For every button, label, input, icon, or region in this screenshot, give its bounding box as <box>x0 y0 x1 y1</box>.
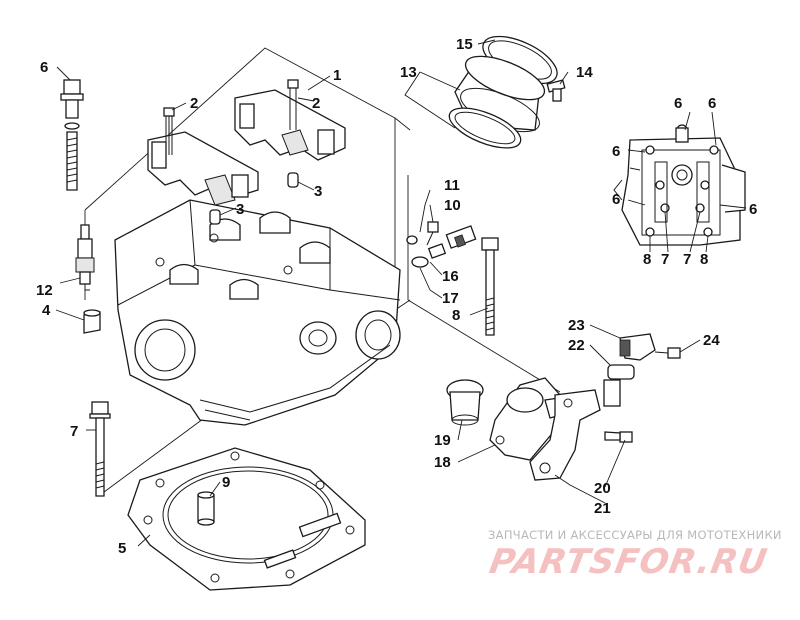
screw-washer <box>406 235 418 245</box>
callout-10: 10 <box>444 197 461 214</box>
callout-23: 23 <box>568 317 585 334</box>
callout-8-inset-right: 8 <box>700 251 708 268</box>
callout-13: 13 <box>400 64 417 81</box>
callout-11: 11 <box>444 177 460 194</box>
bypass-fitting <box>603 333 656 407</box>
callout-19: 19 <box>434 432 451 449</box>
callout-12: 12 <box>36 282 53 299</box>
callout-7-inset-right: 7 <box>683 251 691 268</box>
callout-9: 9 <box>222 474 230 491</box>
dowel-pin-4 <box>83 309 101 334</box>
callout-18: 18 <box>434 454 451 471</box>
callout-8-inset-left: 8 <box>643 251 651 268</box>
head-bolt-7 <box>89 401 111 497</box>
sensor-screw <box>426 221 439 246</box>
callout-5: 5 <box>118 540 126 557</box>
spark-plug <box>75 224 95 291</box>
callout-20: 20 <box>594 480 611 497</box>
callout-6-inset-right: 6 <box>749 201 757 218</box>
callout-2-right: 2 <box>312 95 320 112</box>
leader-lines <box>55 39 747 547</box>
callout-24: 24 <box>703 332 720 349</box>
callout-7-inset-left: 7 <box>661 251 669 268</box>
cylinder-head-body <box>114 199 401 426</box>
callout-6-inset-top-left: 6 <box>674 95 682 112</box>
head-bolt-8 <box>481 237 499 336</box>
cap-bolt-left <box>163 107 175 155</box>
cam-journals <box>169 211 331 300</box>
fitting-screw <box>654 347 681 359</box>
callout-labels: 1 2 2 3 3 4 5 6 6 6 6 6 6 7 8 7 7 8 8 9 … <box>36 36 757 557</box>
callout-3-upper: 3 <box>314 183 322 200</box>
thermostat <box>446 379 484 426</box>
callout-21: 21 <box>594 500 611 517</box>
callout-1: 1 <box>333 67 341 84</box>
callout-4: 4 <box>42 302 51 319</box>
outlet-bolt <box>604 431 633 443</box>
callout-16: 16 <box>442 268 459 285</box>
dowel-pin-upper <box>287 172 299 188</box>
callout-15: 15 <box>456 36 473 53</box>
callout-6-inset-top-right: 6 <box>708 95 716 112</box>
dowel-pin-9 <box>197 491 215 526</box>
callout-14: 14 <box>576 64 593 81</box>
temperature-sensor <box>427 225 477 259</box>
callout-8-bolt: 8 <box>452 307 460 324</box>
cap-bolt-right <box>287 79 299 130</box>
head-bolt-6 <box>60 79 84 191</box>
callout-3-lower: 3 <box>236 201 244 218</box>
callout-7-bolt: 7 <box>70 423 78 440</box>
head-gasket <box>127 447 366 591</box>
callout-6-inset-left-lower: 6 <box>612 191 620 208</box>
watermark-caption: ЗАПЧАСТИ И АКСЕССУАРЫ ДЛЯ МОТОТЕХНИКИ <box>488 528 782 542</box>
cam-cap-left <box>147 131 259 206</box>
watermark-logo: PARTSFOR.RU <box>486 542 771 582</box>
head-top-view-inset <box>613 124 746 246</box>
callout-6-bolt: 6 <box>40 59 48 76</box>
callout-2-left: 2 <box>190 95 198 112</box>
sensor-washer <box>411 256 429 268</box>
dowel-pin-lower <box>209 209 221 225</box>
callout-6-inset-left-upper: 6 <box>612 143 620 160</box>
callout-22: 22 <box>568 337 585 354</box>
intake-boot-assembly <box>448 35 566 149</box>
callout-17: 17 <box>442 290 459 307</box>
